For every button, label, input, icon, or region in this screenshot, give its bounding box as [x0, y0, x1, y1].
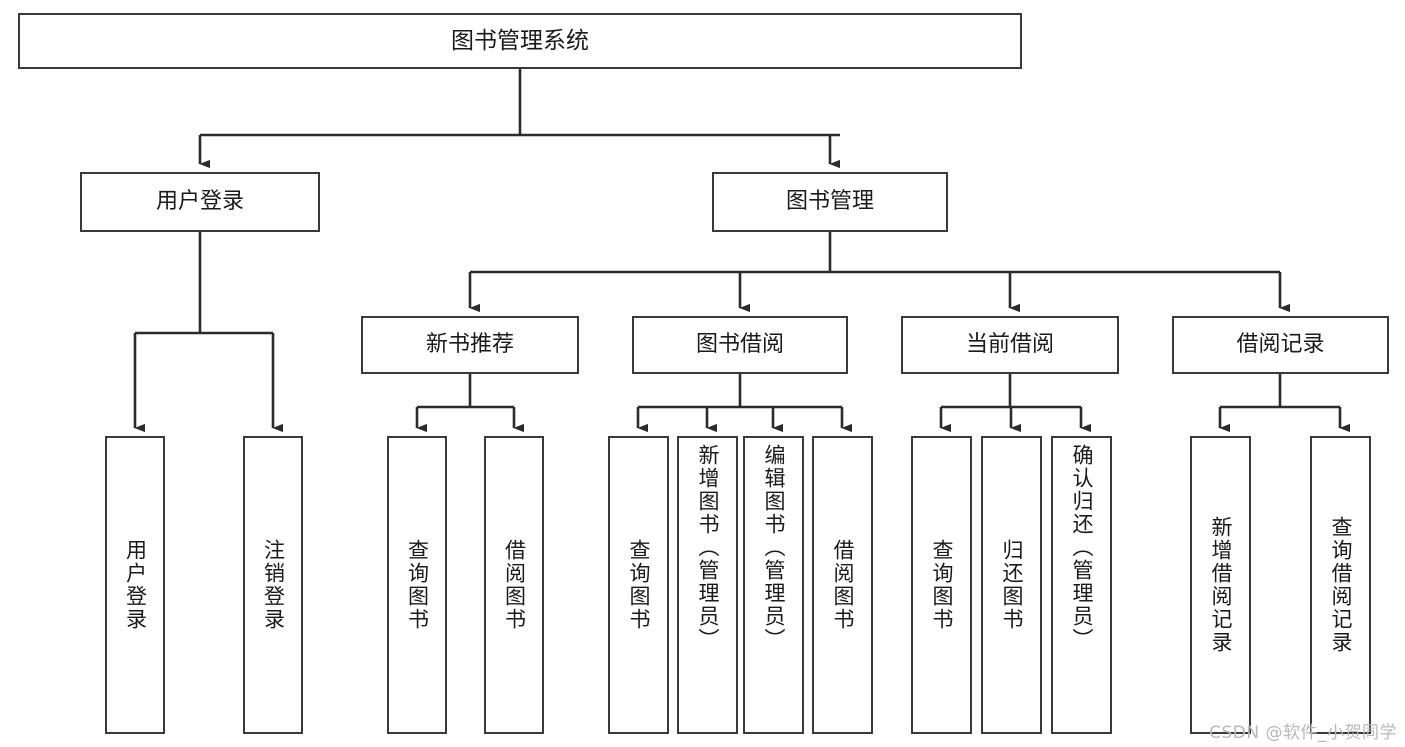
node-leaf-user-logout[interactable]: 注销登录 — [243, 436, 303, 734]
node-leaf-query-borrow-record[interactable]: 查询借阅记录 — [1310, 436, 1371, 734]
node-leaf-add-borrow-record[interactable]: 新增借阅记录 — [1190, 436, 1251, 734]
node-borrow-record-label: 借阅记录 — [1236, 332, 1325, 358]
node-leaf-user-logout-label: 注销登录 — [261, 539, 286, 631]
node-new-book-rec[interactable]: 新书推荐 — [361, 316, 579, 374]
node-leaf-borrow-book-label: 借阅图书 — [831, 539, 855, 631]
node-leaf-add-book-admin-label: 新增图书（管理员） — [696, 444, 720, 651]
csdn-watermark: CSDN @软件_小贺同学 — [1209, 723, 1397, 743]
node-leaf-borrow-query-book[interactable]: 查询图书 — [608, 436, 669, 734]
node-root-system-label: 图书管理系统 — [451, 27, 589, 54]
node-book-borrow-label: 图书借阅 — [695, 332, 784, 358]
node-user-login-label: 用户登录 — [155, 189, 244, 215]
node-book-manage[interactable]: 图书管理 — [712, 172, 948, 232]
node-borrow-record[interactable]: 借阅记录 — [1172, 316, 1389, 374]
node-leaf-add-book-admin[interactable]: 新增图书（管理员） — [677, 436, 738, 734]
node-current-borrow[interactable]: 当前借阅 — [901, 316, 1119, 374]
node-leaf-rec-query-book-label: 查询图书 — [405, 539, 430, 631]
node-leaf-user-login-label: 用户登录 — [123, 539, 148, 631]
node-leaf-return-book-label: 归还图书 — [1000, 539, 1024, 631]
node-leaf-rec-query-book[interactable]: 查询图书 — [387, 436, 447, 734]
node-leaf-edit-book-admin-label: 编辑图书（管理员） — [762, 444, 786, 651]
node-leaf-edit-book-admin[interactable]: 编辑图书（管理员） — [743, 436, 804, 734]
node-user-login[interactable]: 用户登录 — [80, 172, 320, 232]
node-book-borrow[interactable]: 图书借阅 — [632, 316, 848, 374]
node-new-book-rec-label: 新书推荐 — [425, 332, 514, 358]
node-leaf-rec-borrow-book[interactable]: 借阅图书 — [484, 436, 544, 734]
node-current-borrow-label: 当前借阅 — [965, 332, 1054, 358]
node-leaf-borrow-query-book-label: 查询图书 — [627, 539, 651, 631]
node-leaf-rec-borrow-book-label: 借阅图书 — [502, 539, 527, 631]
node-leaf-borrow-book[interactable]: 借阅图书 — [812, 436, 873, 734]
node-leaf-confirm-return-admin-label: 确认归还（管理员） — [1070, 444, 1094, 651]
node-root-system[interactable]: 图书管理系统 — [18, 13, 1022, 69]
node-book-manage-label: 图书管理 — [785, 189, 874, 215]
node-leaf-query-borrow-record-label: 查询借阅记录 — [1329, 516, 1353, 654]
node-leaf-confirm-return-admin[interactable]: 确认归还（管理员） — [1051, 436, 1112, 734]
node-leaf-return-book[interactable]: 归还图书 — [981, 436, 1042, 734]
node-leaf-cur-query-book-label: 查询图书 — [930, 539, 954, 631]
node-leaf-add-borrow-record-label: 新增借阅记录 — [1209, 516, 1233, 654]
node-leaf-user-login[interactable]: 用户登录 — [105, 436, 165, 734]
node-leaf-cur-query-book[interactable]: 查询图书 — [911, 436, 972, 734]
